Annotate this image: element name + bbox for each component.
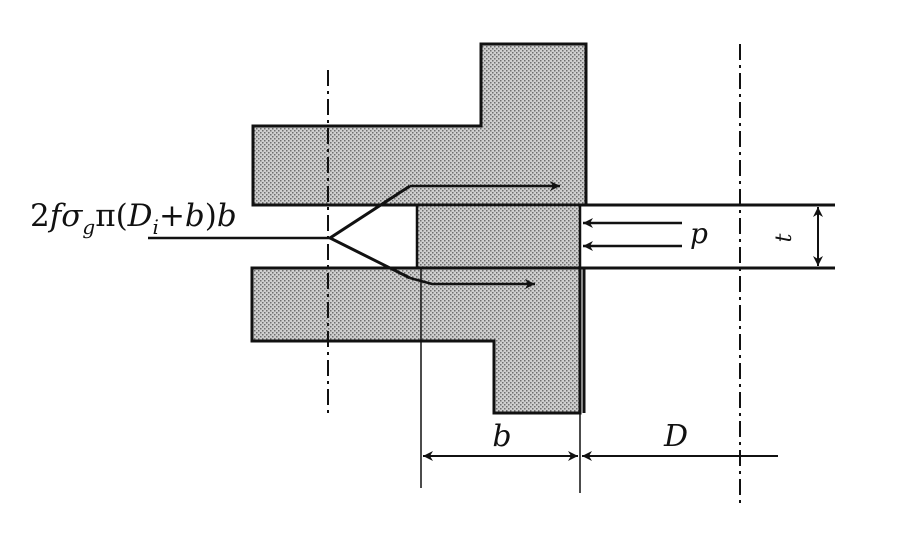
friction-arrow-lower [409, 276, 535, 289]
diameter-label: D [663, 419, 688, 454]
pressure-label: p [690, 217, 708, 250]
force-wedge [326, 184, 411, 280]
force-formula-label: 2fσgπ(Di+b)b [30, 198, 237, 239]
width-label: b [492, 419, 511, 454]
lower-flange [250, 266, 582, 415]
upper-flange [251, 42, 588, 207]
gasket [415, 203, 582, 270]
thickness-label: t [772, 233, 797, 242]
